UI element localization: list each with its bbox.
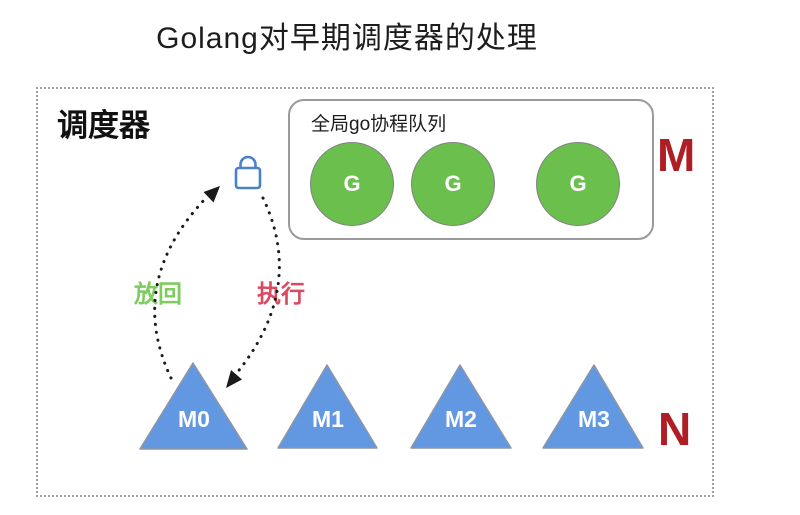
global-goroutine-queue-label: 全局go协程队列 xyxy=(311,114,447,135)
execute-arrow-label: 执行 xyxy=(257,281,305,308)
goroutine-circle: G xyxy=(536,142,620,226)
page-title: Golang对早期调度器的处理 xyxy=(156,22,538,55)
thread-label-m1: M1 xyxy=(312,406,344,432)
scheduler-label: 调度器 xyxy=(57,108,150,143)
goroutine-label: G xyxy=(343,171,361,196)
thread-label-m0: M0 xyxy=(178,406,210,432)
goroutine-circle: G xyxy=(411,142,495,226)
thread-label-m2: M2 xyxy=(445,406,477,432)
goroutine-circle: G xyxy=(310,142,394,226)
scheduler-box xyxy=(36,87,714,497)
thread-label-m3: M3 xyxy=(578,406,610,432)
thread-row-label-n: N xyxy=(658,403,692,455)
machine-row-label-m: M xyxy=(657,129,696,181)
goroutine-label: G xyxy=(444,171,462,196)
goroutine-label: G xyxy=(569,171,587,196)
put-back-arrow-label: 放回 xyxy=(134,281,182,308)
